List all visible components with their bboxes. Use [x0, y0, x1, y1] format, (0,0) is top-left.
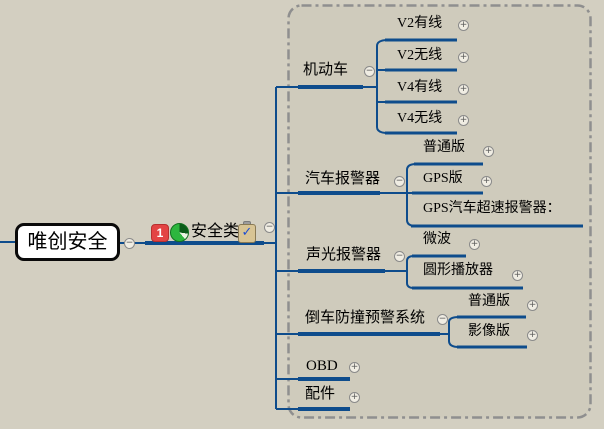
topic-qichebaojingqi[interactable]: 汽车报警器: [305, 171, 381, 187]
collapse-toggle-shengguangbaojingqi[interactable]: −: [394, 251, 405, 262]
expand-toggle-putongban-1[interactable]: +: [483, 146, 494, 157]
root-topic[interactable]: 唯创安全: [15, 223, 120, 261]
expand-toggle-weibo[interactable]: +: [469, 239, 480, 250]
topic-extension-lines: [363, 86, 449, 335]
bracket-daoche: [448, 316, 460, 348]
leaf-v4-wuxian[interactable]: V4无线: [397, 111, 443, 126]
branch-lines: [0, 38, 583, 411]
priority-badge[interactable]: 1: [151, 224, 169, 242]
topic-obd[interactable]: OBD: [306, 358, 338, 374]
collapse-toggle-qichebaojingqi[interactable]: −: [394, 176, 405, 187]
collapse-toggle-jidongche[interactable]: −: [364, 66, 375, 77]
notes-icon-check: ✓: [241, 225, 253, 240]
expand-toggle-yingxiangban[interactable]: +: [527, 330, 538, 341]
topic-daochefangzhuang[interactable]: 倒车防撞预警系统: [305, 310, 426, 326]
collapse-toggle-daoche[interactable]: −: [437, 314, 448, 325]
branch-boundary-outline: [287, 4, 592, 419]
leaf-v2-youxian[interactable]: V2有线: [397, 16, 443, 31]
notes-icon-board: [238, 224, 256, 243]
expand-toggle-peijian[interactable]: +: [349, 392, 360, 403]
expand-toggle-v4-wuxian[interactable]: +: [458, 115, 469, 126]
expand-toggle-obd[interactable]: +: [349, 362, 360, 373]
bracket-shengguangbaojingqi: [406, 255, 415, 289]
leaf-v2-wuxian[interactable]: V2无线: [397, 48, 443, 63]
task-progress-icon[interactable]: [170, 223, 189, 242]
expand-toggle-v4-youxian[interactable]: +: [458, 84, 469, 95]
leaf-weibo[interactable]: 微波: [423, 232, 451, 247]
expand-toggle-gps-ban[interactable]: +: [481, 176, 492, 187]
main-topic-label[interactable]: 安全类: [191, 223, 240, 240]
collapse-toggle-main[interactable]: −: [264, 222, 275, 233]
expand-toggle-putongban-2[interactable]: +: [527, 300, 538, 311]
notes-icon[interactable]: ✓: [238, 221, 256, 243]
expand-toggle-v2-wuxian[interactable]: +: [458, 52, 469, 63]
leaf-putongban-2[interactable]: 普通版: [468, 294, 510, 309]
collapse-toggle-root[interactable]: −: [124, 238, 135, 249]
leaf-gps-ban[interactable]: GPS版: [423, 171, 463, 186]
leaf-yuanxing-bofangqi[interactable]: 圆形播放器: [423, 263, 493, 278]
leaf-gps-chaosu-baojingqi[interactable]: GPS汽车超速报警器：: [423, 201, 561, 216]
leaf-yingxiangban[interactable]: 影像版: [468, 324, 510, 339]
leaf-v4-youxian[interactable]: V4有线: [397, 80, 443, 95]
topic-peijian[interactable]: 配件: [305, 386, 336, 402]
leaf-putongban-1[interactable]: 普通版: [423, 140, 465, 155]
expand-toggle-v2-youxian[interactable]: +: [458, 20, 469, 31]
root-topic-label: 唯创安全: [27, 230, 108, 253]
topic-shengguangbaojingqi[interactable]: 声光报警器: [306, 247, 382, 263]
expand-toggle-yuanxing-bofangqi[interactable]: +: [512, 270, 523, 281]
topic-jidongche[interactable]: 机动车: [303, 62, 349, 78]
topic-stub-lines: [276, 86, 298, 410]
